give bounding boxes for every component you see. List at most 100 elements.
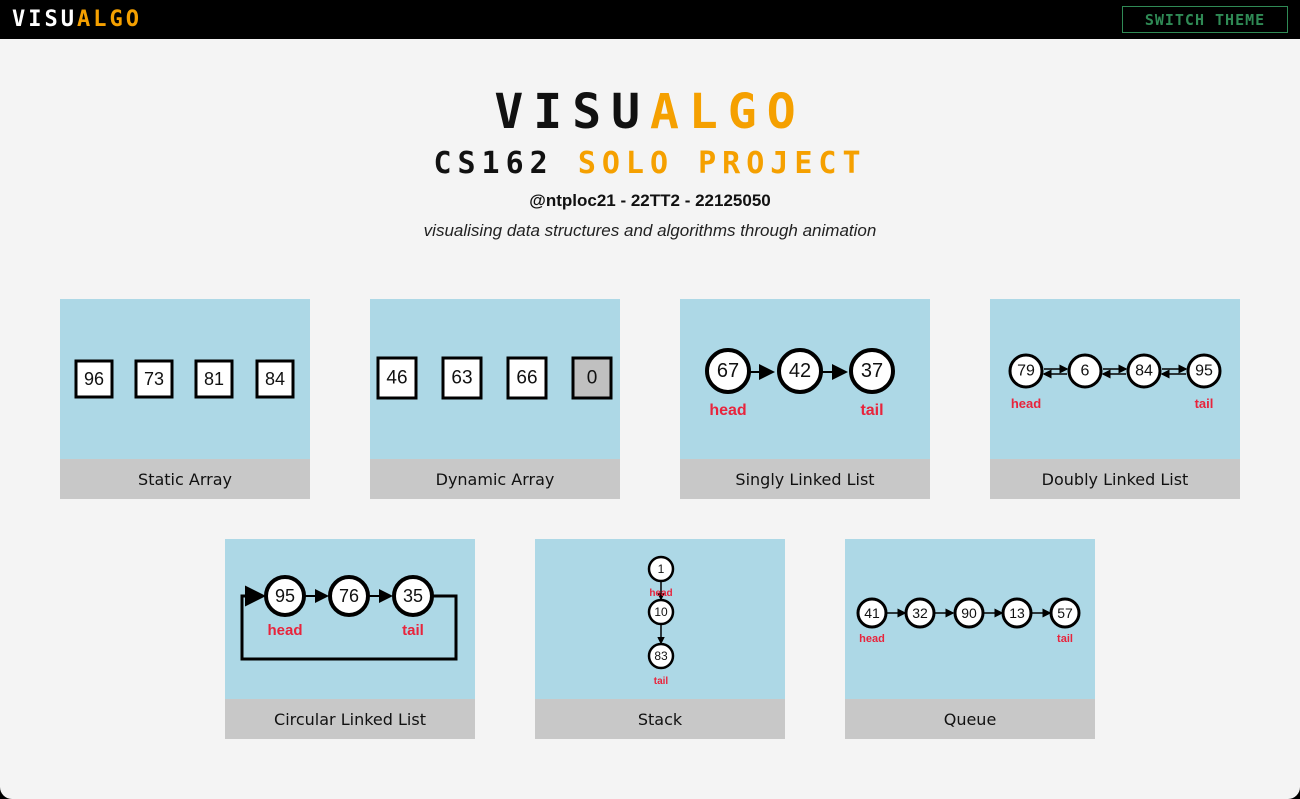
brand-text-orange: ALGO: [76, 7, 142, 32]
list-node: [1008, 353, 1044, 389]
list-node: [392, 575, 434, 617]
array-value: 96: [84, 369, 104, 389]
card-label: Queue: [845, 699, 1095, 739]
node-value: 57: [1057, 605, 1073, 621]
array-cell-empty: [571, 356, 613, 400]
tail-label: tail: [1195, 396, 1214, 411]
stack-illustration: 1 10 83 head tail: [647, 555, 675, 687]
list-node: [705, 348, 751, 394]
queue-node: [1049, 597, 1081, 629]
node-value: 83: [654, 649, 668, 663]
node-value: 84: [1135, 363, 1153, 380]
hero-logo-white: VISU: [494, 84, 650, 140]
node-value: 95: [275, 586, 295, 606]
array-value: 46: [386, 368, 407, 389]
singly-linked-list-illustration: 67 42 37 head tail: [705, 348, 895, 419]
switch-theme-button[interactable]: SWITCH THEME: [1122, 6, 1288, 33]
array-cell: [194, 359, 234, 399]
array-value: 73: [144, 369, 164, 389]
node-value: 90: [961, 605, 977, 621]
node-value: 79: [1017, 363, 1035, 380]
circular-link: [240, 585, 458, 661]
head-label: head: [649, 588, 672, 599]
node-value: 67: [717, 360, 739, 382]
card-circular-linked-list[interactable]: 95 76 35 head tail Circular Linked List: [225, 539, 475, 739]
head-label: head: [859, 633, 885, 645]
queue-thumbnail: 41 32 90 13 57 head tail: [845, 539, 1095, 699]
top-bar: VISUALGO SWITCH THEME: [0, 0, 1300, 39]
author-line: @ntploc21 - 22TT2 - 22125050: [529, 191, 771, 210]
node-value: 95: [1195, 363, 1213, 380]
queue-node: [856, 597, 888, 629]
subtitle-project: SOLO PROJECT: [577, 146, 867, 181]
queue-illustration: 41 32 90 13 57 head tail: [856, 597, 1081, 645]
array-value: 81: [204, 369, 224, 389]
head-label: head: [1011, 396, 1041, 411]
stack-node: [647, 598, 675, 626]
card-dynamic-array[interactable]: 46 63 66 0 Dynamic Array: [370, 299, 620, 499]
card-label: Circular Linked List: [225, 699, 475, 739]
circular-linked-list-thumbnail: 95 76 35 head tail: [225, 539, 475, 699]
card-doubly-linked-list[interactable]: 79 6 84 95 head tail Doubly Linked List: [990, 299, 1240, 499]
queue-node: [953, 597, 985, 629]
node-value: 10: [654, 605, 668, 619]
card-label: Dynamic Array: [370, 459, 620, 499]
array-value: 84: [265, 369, 285, 389]
circular-linked-list-illustration: 95 76 35 head tail: [240, 575, 458, 661]
array-value: 0: [587, 368, 598, 389]
head-label: head: [709, 402, 746, 419]
array-value: 66: [516, 368, 537, 389]
node-value: 35: [403, 586, 423, 606]
subtitle-course: CS162: [433, 146, 554, 181]
node-value: 32: [912, 605, 928, 621]
array-cell: [255, 359, 295, 399]
list-node: [1126, 353, 1162, 389]
list-node: [1067, 353, 1103, 389]
node-value: 76: [339, 586, 359, 606]
head-label: head: [267, 622, 302, 639]
card-label: Singly Linked List: [680, 459, 930, 499]
queue-node: [1001, 597, 1033, 629]
static-array-illustration: 96 73 81 84: [74, 359, 295, 399]
card-label: Static Array: [60, 459, 310, 499]
doubly-linked-list-thumbnail: 79 6 84 95 head tail: [990, 299, 1240, 459]
node-value: 41: [864, 605, 880, 621]
array-cell: [74, 359, 114, 399]
node-value: 6: [1081, 363, 1090, 380]
brand-logo[interactable]: VISUALGO: [12, 8, 142, 32]
hero-subtitle: CS162 SOLO PROJECT: [0, 148, 1300, 180]
card-static-array[interactable]: 96 73 81 84 Static Array: [60, 299, 310, 499]
list-node: [849, 348, 895, 394]
tail-label: tail: [402, 622, 424, 639]
card-singly-linked-list[interactable]: 67 42 37 head tail Singly Linked List: [680, 299, 930, 499]
stack-node: [647, 555, 675, 583]
queue-node: [904, 597, 936, 629]
dynamic-array-illustration: 46 63 66 0: [376, 356, 613, 400]
array-cell: [441, 356, 483, 400]
card-queue[interactable]: 41 32 90 13 57 head tail Queue: [845, 539, 1095, 739]
list-node: [328, 575, 370, 617]
stack-node: [647, 642, 675, 670]
static-array-thumbnail: 96 73 81 84: [60, 299, 310, 459]
node-value: 42: [789, 360, 811, 382]
array-cell: [134, 359, 174, 399]
card-label: Stack: [535, 699, 785, 739]
tail-label: tail: [654, 676, 669, 687]
tagline: visualising data structures and algorith…: [423, 221, 877, 240]
array-cell: [376, 356, 418, 400]
hero-logo: VISUALGO: [0, 87, 1300, 137]
tail-label: tail: [1057, 633, 1073, 645]
hero-logo-orange: ALGO: [650, 84, 806, 140]
node-value: 13: [1009, 605, 1025, 621]
card-label: Doubly Linked List: [990, 459, 1240, 499]
dynamic-array-thumbnail: 46 63 66 0: [370, 299, 620, 459]
list-node: [264, 575, 306, 617]
brand-text-white: VISU: [12, 7, 77, 32]
node-value: 1: [658, 562, 665, 576]
stack-thumbnail: 1 10 83 head tail: [535, 539, 785, 699]
card-stack[interactable]: 1 10 83 head tail Stack: [535, 539, 785, 739]
main-panel: VISUALGO CS162 SOLO PROJECT @ntploc21 - …: [0, 39, 1300, 799]
list-node: [1186, 353, 1222, 389]
doubly-linked-list-illustration: 79 6 84 95 head tail: [1008, 353, 1222, 411]
node-value: 37: [861, 360, 883, 382]
